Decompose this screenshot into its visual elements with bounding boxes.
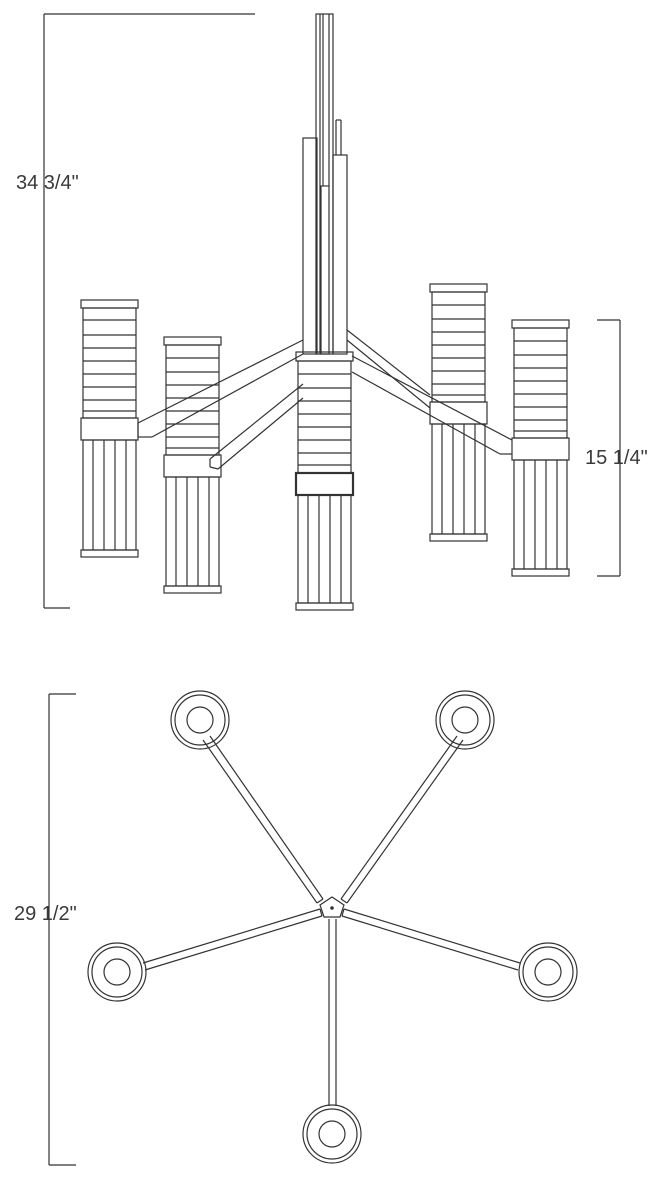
plan-lamp-upper-right <box>435 690 495 750</box>
overall-width-label: 29 1/2" <box>14 903 77 925</box>
plan-lamp-bottom <box>302 1104 362 1164</box>
dimension-body-height <box>597 319 621 577</box>
lamp-inner-right <box>429 283 488 542</box>
lamp-inner-left <box>163 336 222 594</box>
plan-view <box>87 690 578 1164</box>
plan-lamp-right <box>518 942 578 1002</box>
plan-hub <box>319 896 345 918</box>
overall-height-label: 34 3/4" <box>16 172 79 194</box>
body-height-label: 15 1/4" <box>585 447 648 469</box>
plan-arms <box>142 735 521 1106</box>
dimension-overall-width <box>48 693 76 1166</box>
center-stem <box>302 13 348 355</box>
elevation-view <box>80 13 570 611</box>
plan-lamp-upper-left <box>170 690 230 750</box>
plan-lamp-left <box>87 942 147 1002</box>
lamp-center <box>294 351 355 611</box>
lamp-far-left <box>80 299 139 558</box>
dimension-overall-height <box>43 13 255 609</box>
lamp-far-right <box>511 319 570 577</box>
